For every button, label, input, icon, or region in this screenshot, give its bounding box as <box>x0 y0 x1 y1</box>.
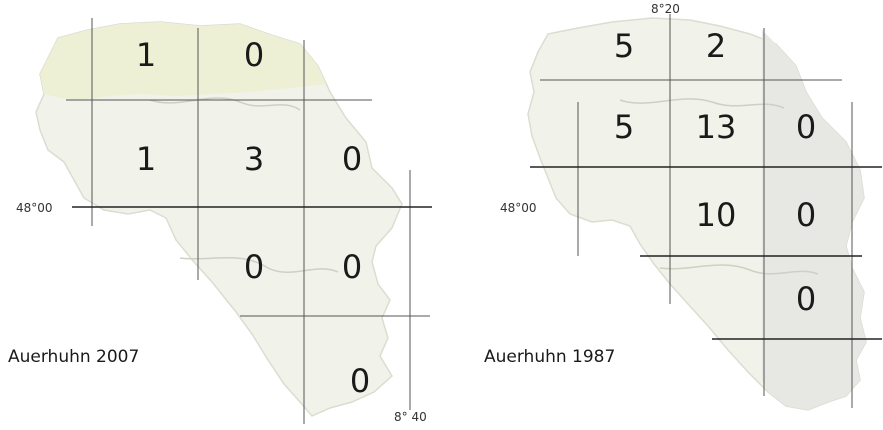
cell-count: 0 <box>796 196 816 234</box>
longitude-label-1987: 8°20 <box>651 2 680 16</box>
map-caption-1987: Auerhuhn 1987 <box>484 347 615 367</box>
map-caption-2007: Auerhuhn 2007 <box>8 347 139 367</box>
cell-count: 0 <box>350 362 370 400</box>
cell-count: 13 <box>696 108 737 146</box>
cell-count: 0 <box>796 280 816 318</box>
cell-count: 5 <box>614 27 634 65</box>
grid-2007 <box>66 18 432 424</box>
cell-count: 0 <box>342 140 362 178</box>
eastern-shade-1987 <box>762 30 866 410</box>
map-2007: 1 0 1 3 0 0 0 0 48°00 8° 40 Auerhuhn 200… <box>8 18 432 424</box>
cell-count: 3 <box>244 140 264 178</box>
cell-counts-2007: 1 0 1 3 0 0 0 0 <box>136 36 370 400</box>
river-1987 <box>619 98 819 275</box>
cell-count: 0 <box>796 108 816 146</box>
region-outline-2007 <box>35 21 403 417</box>
cell-counts-1987: 5 2 5 13 0 10 0 0 <box>614 27 816 318</box>
map-1987: 5 2 5 13 0 10 0 0 48°00 8°20 Auerhuhn 19… <box>484 2 882 411</box>
grid-1987 <box>530 14 882 408</box>
cell-count: 0 <box>244 248 264 286</box>
longitude-label-2007: 8° 40 <box>394 410 427 424</box>
cell-count: 5 <box>614 108 634 146</box>
latitude-label-1987: 48°00 <box>500 201 537 215</box>
cell-count: 2 <box>706 27 726 65</box>
cell-count: 1 <box>136 140 156 178</box>
cell-count: 10 <box>696 196 737 234</box>
cell-count: 1 <box>136 36 156 74</box>
cell-count: 0 <box>244 36 264 74</box>
northern-highlight-2007 <box>40 22 326 100</box>
latitude-label-2007: 48°00 <box>16 201 53 215</box>
river-2007 <box>149 97 339 273</box>
cell-count: 0 <box>342 248 362 286</box>
